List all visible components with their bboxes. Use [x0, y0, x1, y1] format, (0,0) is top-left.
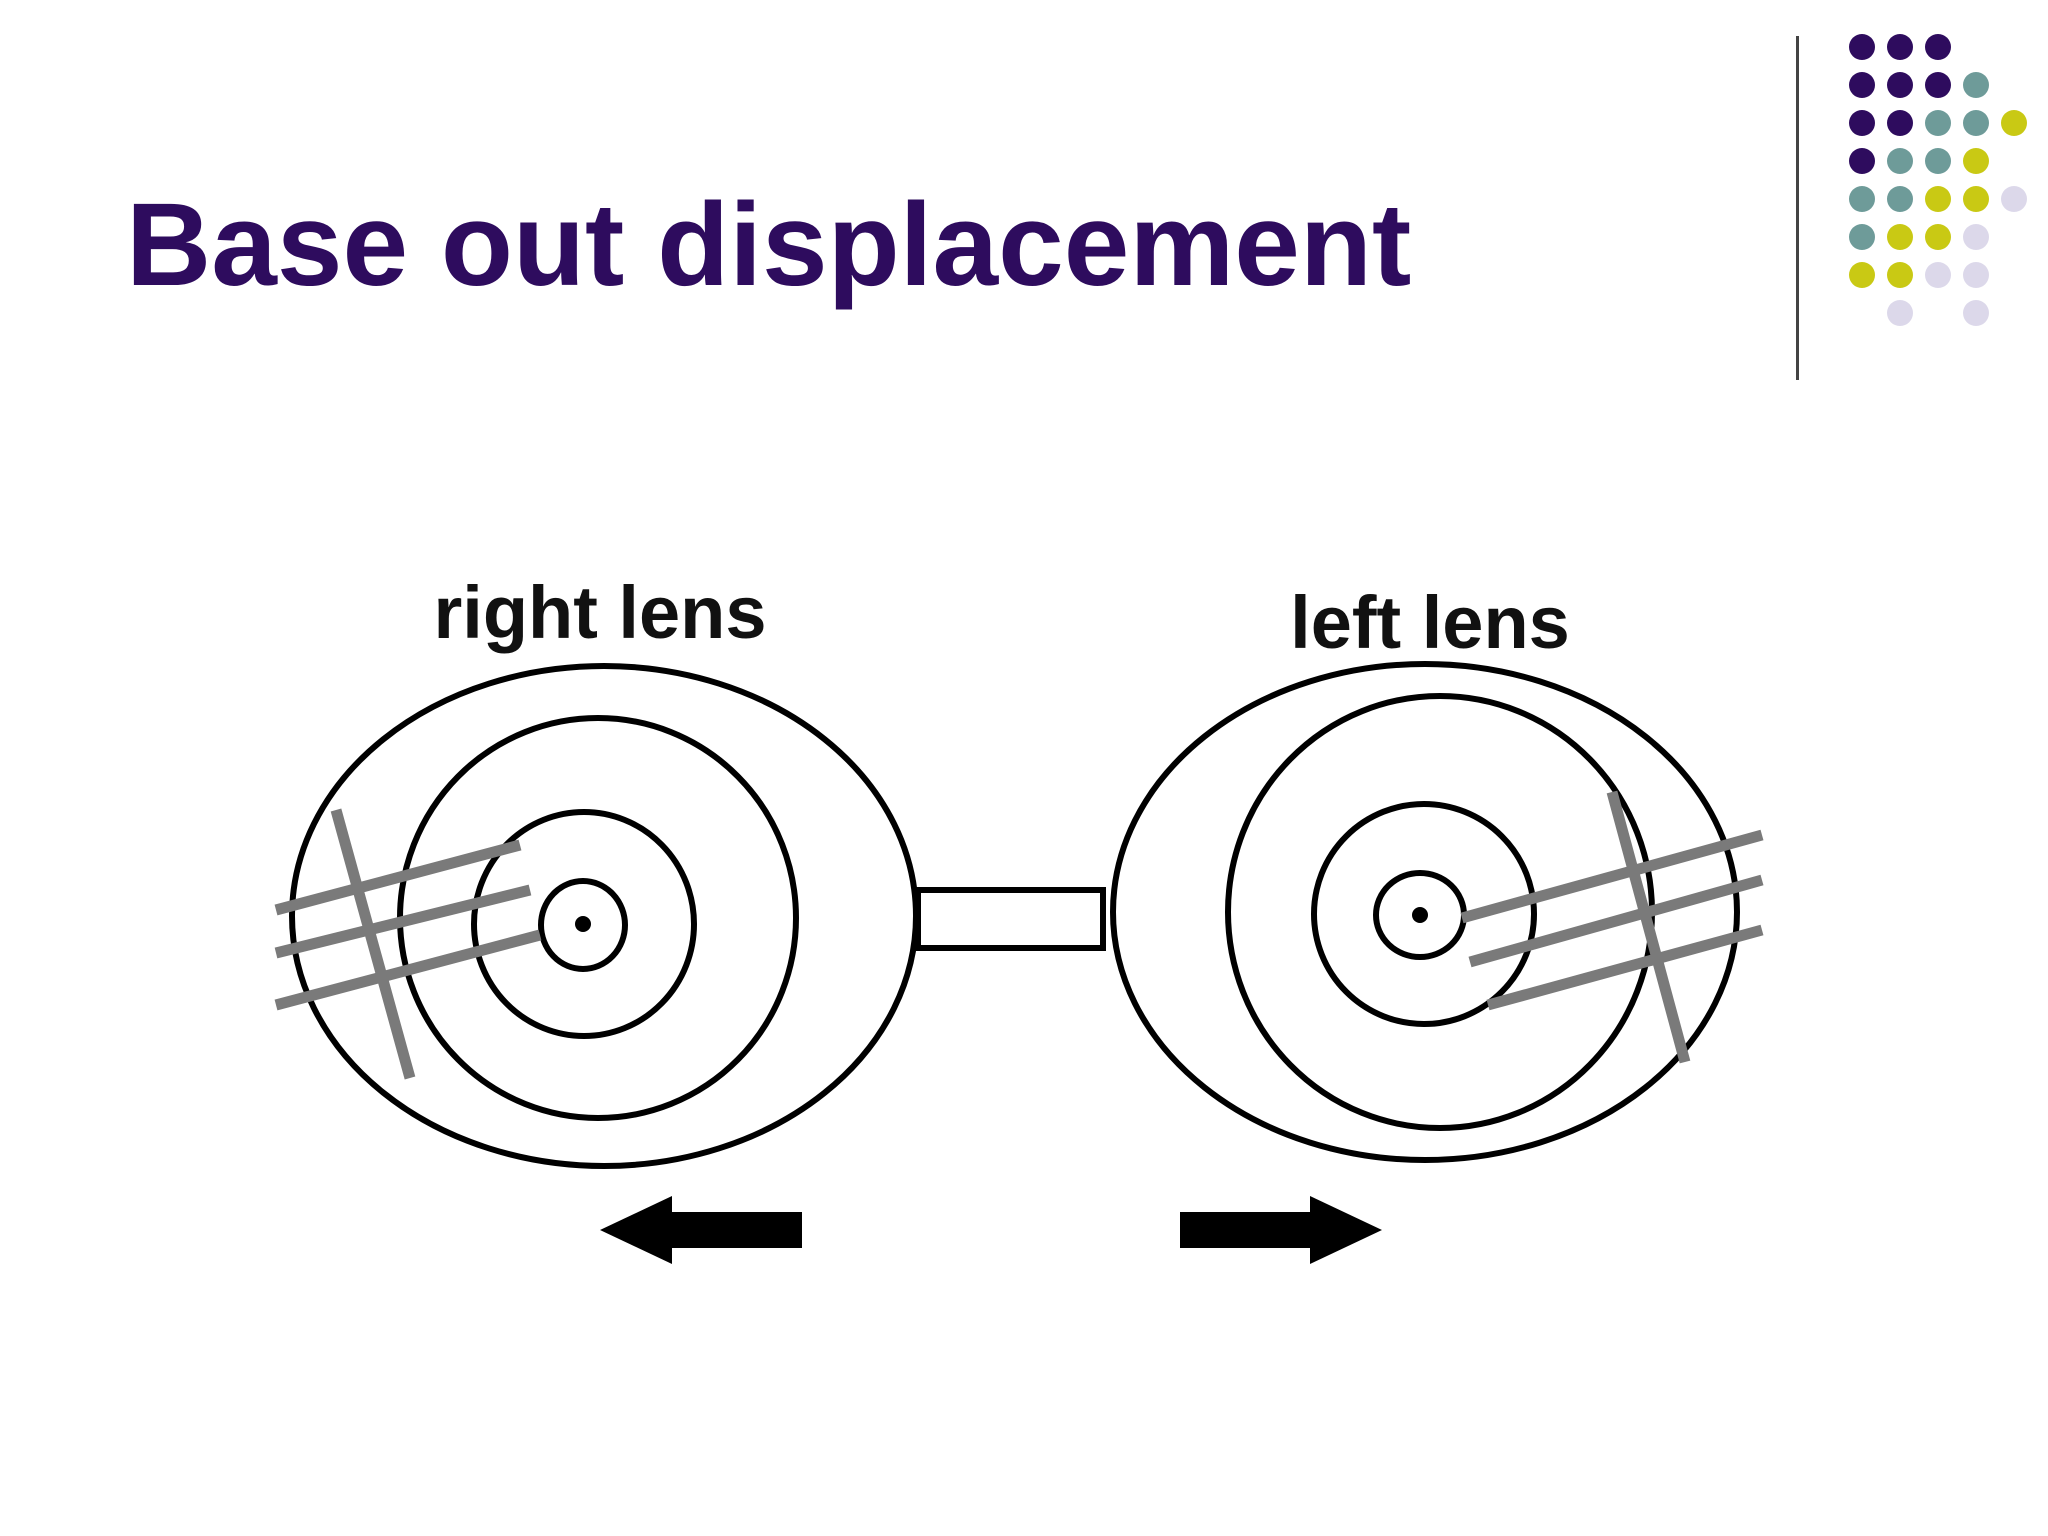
- decor-dot: [1849, 262, 1875, 288]
- decor-dot: [1925, 72, 1951, 98]
- decor-dot: [1849, 110, 1875, 136]
- decor-dot: [1925, 224, 1951, 250]
- arrow-right-icon: [1180, 1196, 1382, 1264]
- left-lens-ring-outer: [1225, 693, 1655, 1131]
- decor-dot: [1963, 110, 1989, 136]
- right-lens-frame: [289, 663, 919, 1169]
- decor-dot: [1963, 224, 1989, 250]
- right-lens-center-dot: [575, 916, 591, 932]
- title-divider: [1796, 36, 1799, 380]
- right-lens-label: right lens: [433, 571, 766, 654]
- right-lens-displacement-cross: [274, 808, 542, 1080]
- decor-dot: [1849, 34, 1875, 60]
- decor-dot: [1925, 262, 1951, 288]
- decor-dot: [1887, 110, 1913, 136]
- right-lens: [289, 663, 919, 1169]
- left-lens-ring-middle: [1311, 801, 1537, 1027]
- bridge: [915, 887, 1106, 951]
- decor-dot: [1887, 148, 1913, 174]
- right-lens-ring-inner: [538, 878, 628, 972]
- decor-dot: [1887, 262, 1913, 288]
- right-lens-ring-middle: [471, 809, 697, 1039]
- left-lens-center-dot: [1412, 907, 1428, 923]
- decor-dot: [1849, 186, 1875, 212]
- decor-dot: [1887, 72, 1913, 98]
- decor-dot: [1925, 110, 1951, 136]
- decor-dot: [1849, 72, 1875, 98]
- decor-dot: [1925, 34, 1951, 60]
- arrow-left-icon: [600, 1196, 802, 1264]
- decor-dot: [1849, 224, 1875, 250]
- dot-grid-decoration: [1849, 34, 2027, 326]
- decor-dot: [2001, 186, 2027, 212]
- decor-dot: [1963, 300, 1989, 326]
- decor-dot: [1963, 262, 1989, 288]
- slide-title: Base out displacement: [126, 179, 1412, 311]
- decor-dot: [2001, 110, 2027, 136]
- decor-dot: [1887, 300, 1913, 326]
- left-lens-displacement-cross: [1460, 790, 1764, 1064]
- decor-dot: [1963, 148, 1989, 174]
- decor-dot: [1963, 72, 1989, 98]
- decor-dot: [1963, 186, 1989, 212]
- decor-dot: [1887, 34, 1913, 60]
- decor-dot: [1849, 148, 1875, 174]
- decor-dot: [1887, 224, 1913, 250]
- right-lens-ring-outer: [397, 715, 799, 1121]
- left-lens-frame: [1110, 661, 1740, 1163]
- decor-dot: [1925, 186, 1951, 212]
- decor-dot: [1925, 148, 1951, 174]
- decor-dot: [1887, 186, 1913, 212]
- left-lens-label: left lens: [1290, 581, 1570, 664]
